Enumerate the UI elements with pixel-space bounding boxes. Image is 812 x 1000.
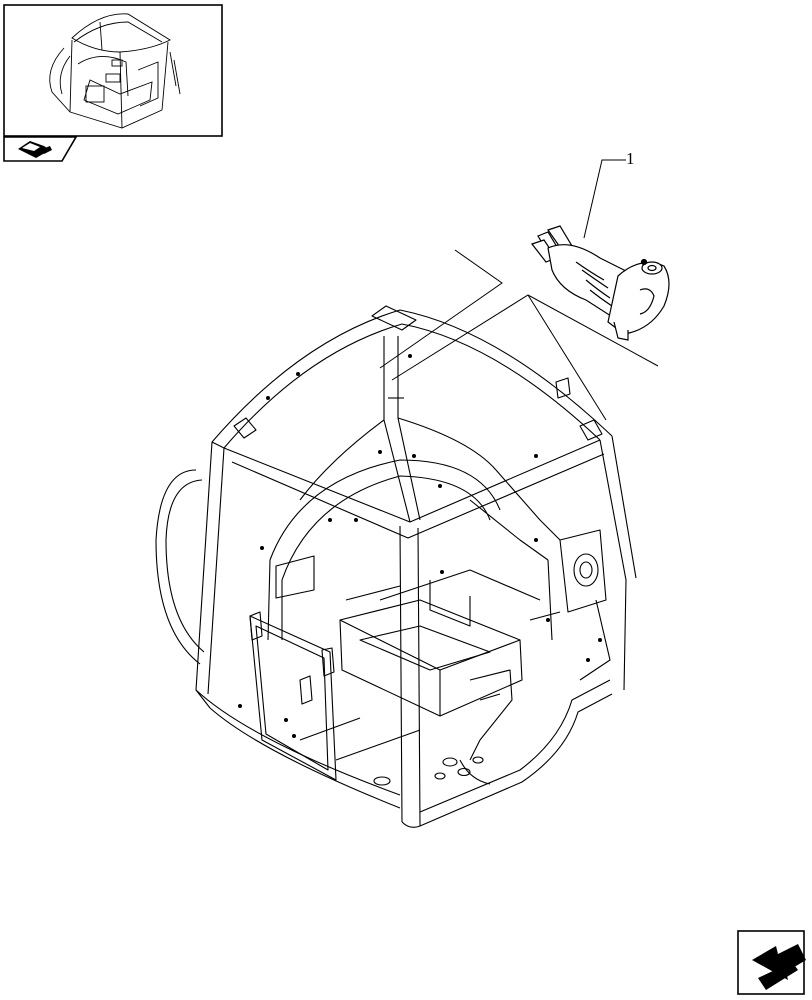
frame-rivets	[238, 354, 602, 738]
connector-socket-part[interactable]	[531, 225, 670, 341]
cab-thumbnail-image	[49, 13, 181, 129]
callout-1[interactable]: 1	[583, 149, 635, 239]
callout-number-1: 1	[626, 149, 635, 168]
leader-lines	[379, 249, 659, 421]
reference-book-icon[interactable]	[3, 136, 78, 162]
thumbnail-inset[interactable]	[3, 4, 223, 137]
next-page-arrow-icon[interactable]	[737, 930, 806, 995]
cab-frame-drawing	[155, 305, 637, 828]
callout-leader-1	[583, 159, 626, 239]
